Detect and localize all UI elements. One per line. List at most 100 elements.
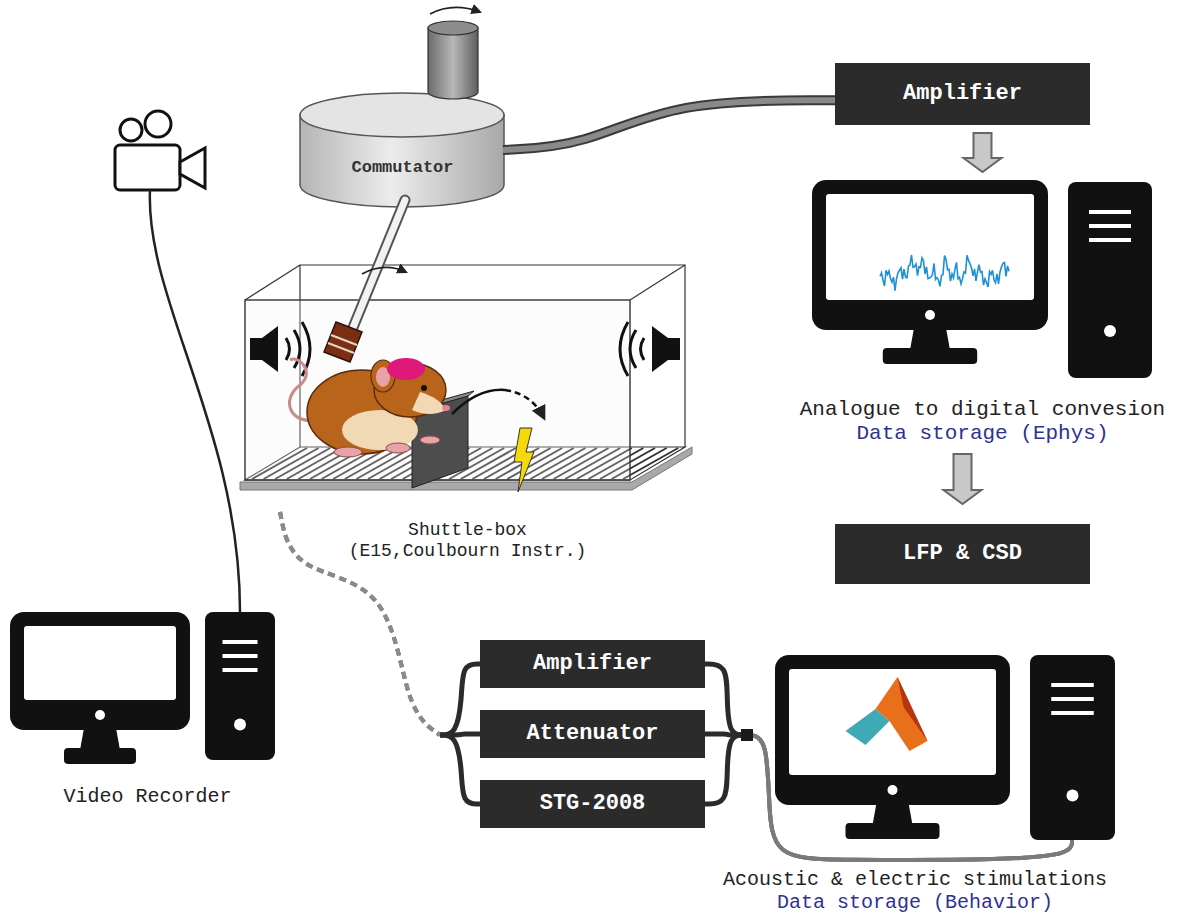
computer-drawing	[775, 655, 1115, 840]
illustration-part	[362, 267, 406, 274]
caption-group: Video Recorder	[5, 785, 290, 808]
illustration-part	[80, 728, 120, 750]
device-caption: Shuttle-box (E15,Coulbourn Instr.)	[340, 520, 595, 561]
connector-path	[751, 735, 1072, 860]
box-label: STG-2008	[540, 791, 646, 816]
illustration-part	[812, 180, 1048, 330]
process-box: LFP & CSD	[835, 524, 1090, 584]
illustration-part	[925, 310, 935, 320]
illustration-part	[334, 447, 362, 457]
illustration-part	[223, 640, 258, 644]
illustration-part	[652, 326, 668, 372]
illustration-part	[324, 322, 362, 362]
caption-group: Analogue to digital convesionData storag…	[770, 398, 1195, 446]
connector-path	[944, 454, 982, 504]
connector	[964, 133, 1002, 172]
device-caption: Data storage (Ephys)	[856, 422, 1108, 446]
connector-path	[751, 735, 1072, 860]
illustration-part	[234, 718, 246, 730]
illustration-part	[1030, 655, 1115, 840]
device-box: Video Recorder	[5, 605, 290, 815]
signal-trace	[880, 255, 1009, 291]
device-box: Acoustic & electric stimulationsData sto…	[690, 650, 1140, 922]
speaker-left	[250, 322, 310, 376]
shock-bolt	[514, 428, 534, 492]
illustration-part	[1089, 210, 1131, 214]
illustration-part	[352, 200, 405, 330]
illustration-part	[1067, 790, 1079, 802]
device-caption: Analogue to digital convesion	[800, 398, 1165, 422]
illustration-part	[888, 785, 898, 795]
illustration-part	[873, 803, 913, 825]
illustration-part	[1051, 711, 1094, 715]
illustration-part	[386, 443, 410, 453]
illustration-part	[223, 668, 258, 672]
caption-group: Shuttle-box (E15,Coulbourn Instr.)	[240, 520, 695, 561]
illustration-part	[115, 145, 180, 190]
illustration-part	[846, 823, 940, 839]
illustration-part	[64, 748, 136, 764]
commutator-drawing	[300, 7, 504, 207]
matlab-logo	[898, 677, 928, 741]
connector	[944, 454, 982, 504]
connector-path	[503, 100, 835, 150]
process-box: Attenuator	[480, 710, 705, 758]
process-box: Amplifier	[480, 640, 705, 688]
illustration-part	[630, 265, 685, 300]
jump-arrow-dashed	[505, 390, 544, 418]
camera-icon	[115, 111, 205, 190]
connector-path	[705, 664, 745, 735]
illustration-part	[775, 655, 1010, 805]
device-caption: Acoustic & electric stimulations	[723, 868, 1107, 891]
connector	[705, 664, 1072, 860]
camera-wire	[150, 190, 240, 612]
connector-path	[440, 664, 480, 735]
connector-path	[741, 729, 753, 741]
matlab-logo	[876, 677, 928, 751]
illustration-part	[1104, 325, 1116, 337]
device-caption: Video Recorder	[63, 785, 231, 808]
connector-path	[741, 729, 753, 741]
box-label: LFP & CSD	[903, 541, 1022, 566]
illustration-part	[387, 358, 425, 380]
connector-path	[741, 729, 753, 741]
process-box: STG-2008	[480, 780, 705, 828]
device-caption: Data storage (Behavior)	[777, 891, 1053, 914]
box-label: Commutator	[351, 158, 453, 178]
illustration-part	[245, 265, 300, 300]
illustration-part	[1089, 238, 1131, 242]
illustration-part	[641, 338, 645, 360]
connector	[705, 735, 1072, 860]
illustration-part	[120, 119, 142, 141]
illustration-part	[668, 338, 680, 360]
box-label: Attenuator	[526, 721, 658, 746]
illustration-part	[430, 7, 480, 14]
commutator-box: Commutator	[300, 130, 505, 206]
illustration-part	[300, 93, 504, 137]
illustration-part	[442, 405, 450, 411]
connector-path	[751, 735, 1072, 860]
illustration-part	[95, 710, 105, 720]
caption-group: Acoustic & electric stimulationsData sto…	[690, 868, 1140, 914]
connector	[503, 100, 835, 150]
illustration-part	[352, 200, 405, 330]
illustration-part	[328, 343, 354, 353]
jump-arrow	[452, 390, 505, 414]
computer-drawing	[10, 612, 275, 764]
mouse	[290, 358, 450, 457]
connector-path	[964, 133, 1002, 172]
box-label: Amplifier	[903, 81, 1022, 106]
connector-path	[440, 735, 480, 804]
illustration-part	[1068, 182, 1152, 378]
illustration-part	[145, 111, 171, 137]
illustration-part	[421, 385, 427, 391]
illustration-part	[1051, 697, 1094, 701]
illustration-part	[420, 436, 440, 444]
computer-drawing	[812, 180, 1152, 378]
illustration-part	[1051, 683, 1094, 687]
connector	[705, 734, 1072, 860]
illustration-part	[286, 338, 290, 360]
illustration-part	[630, 330, 636, 368]
illustration-part	[223, 654, 258, 658]
illustration-part	[24, 626, 176, 700]
